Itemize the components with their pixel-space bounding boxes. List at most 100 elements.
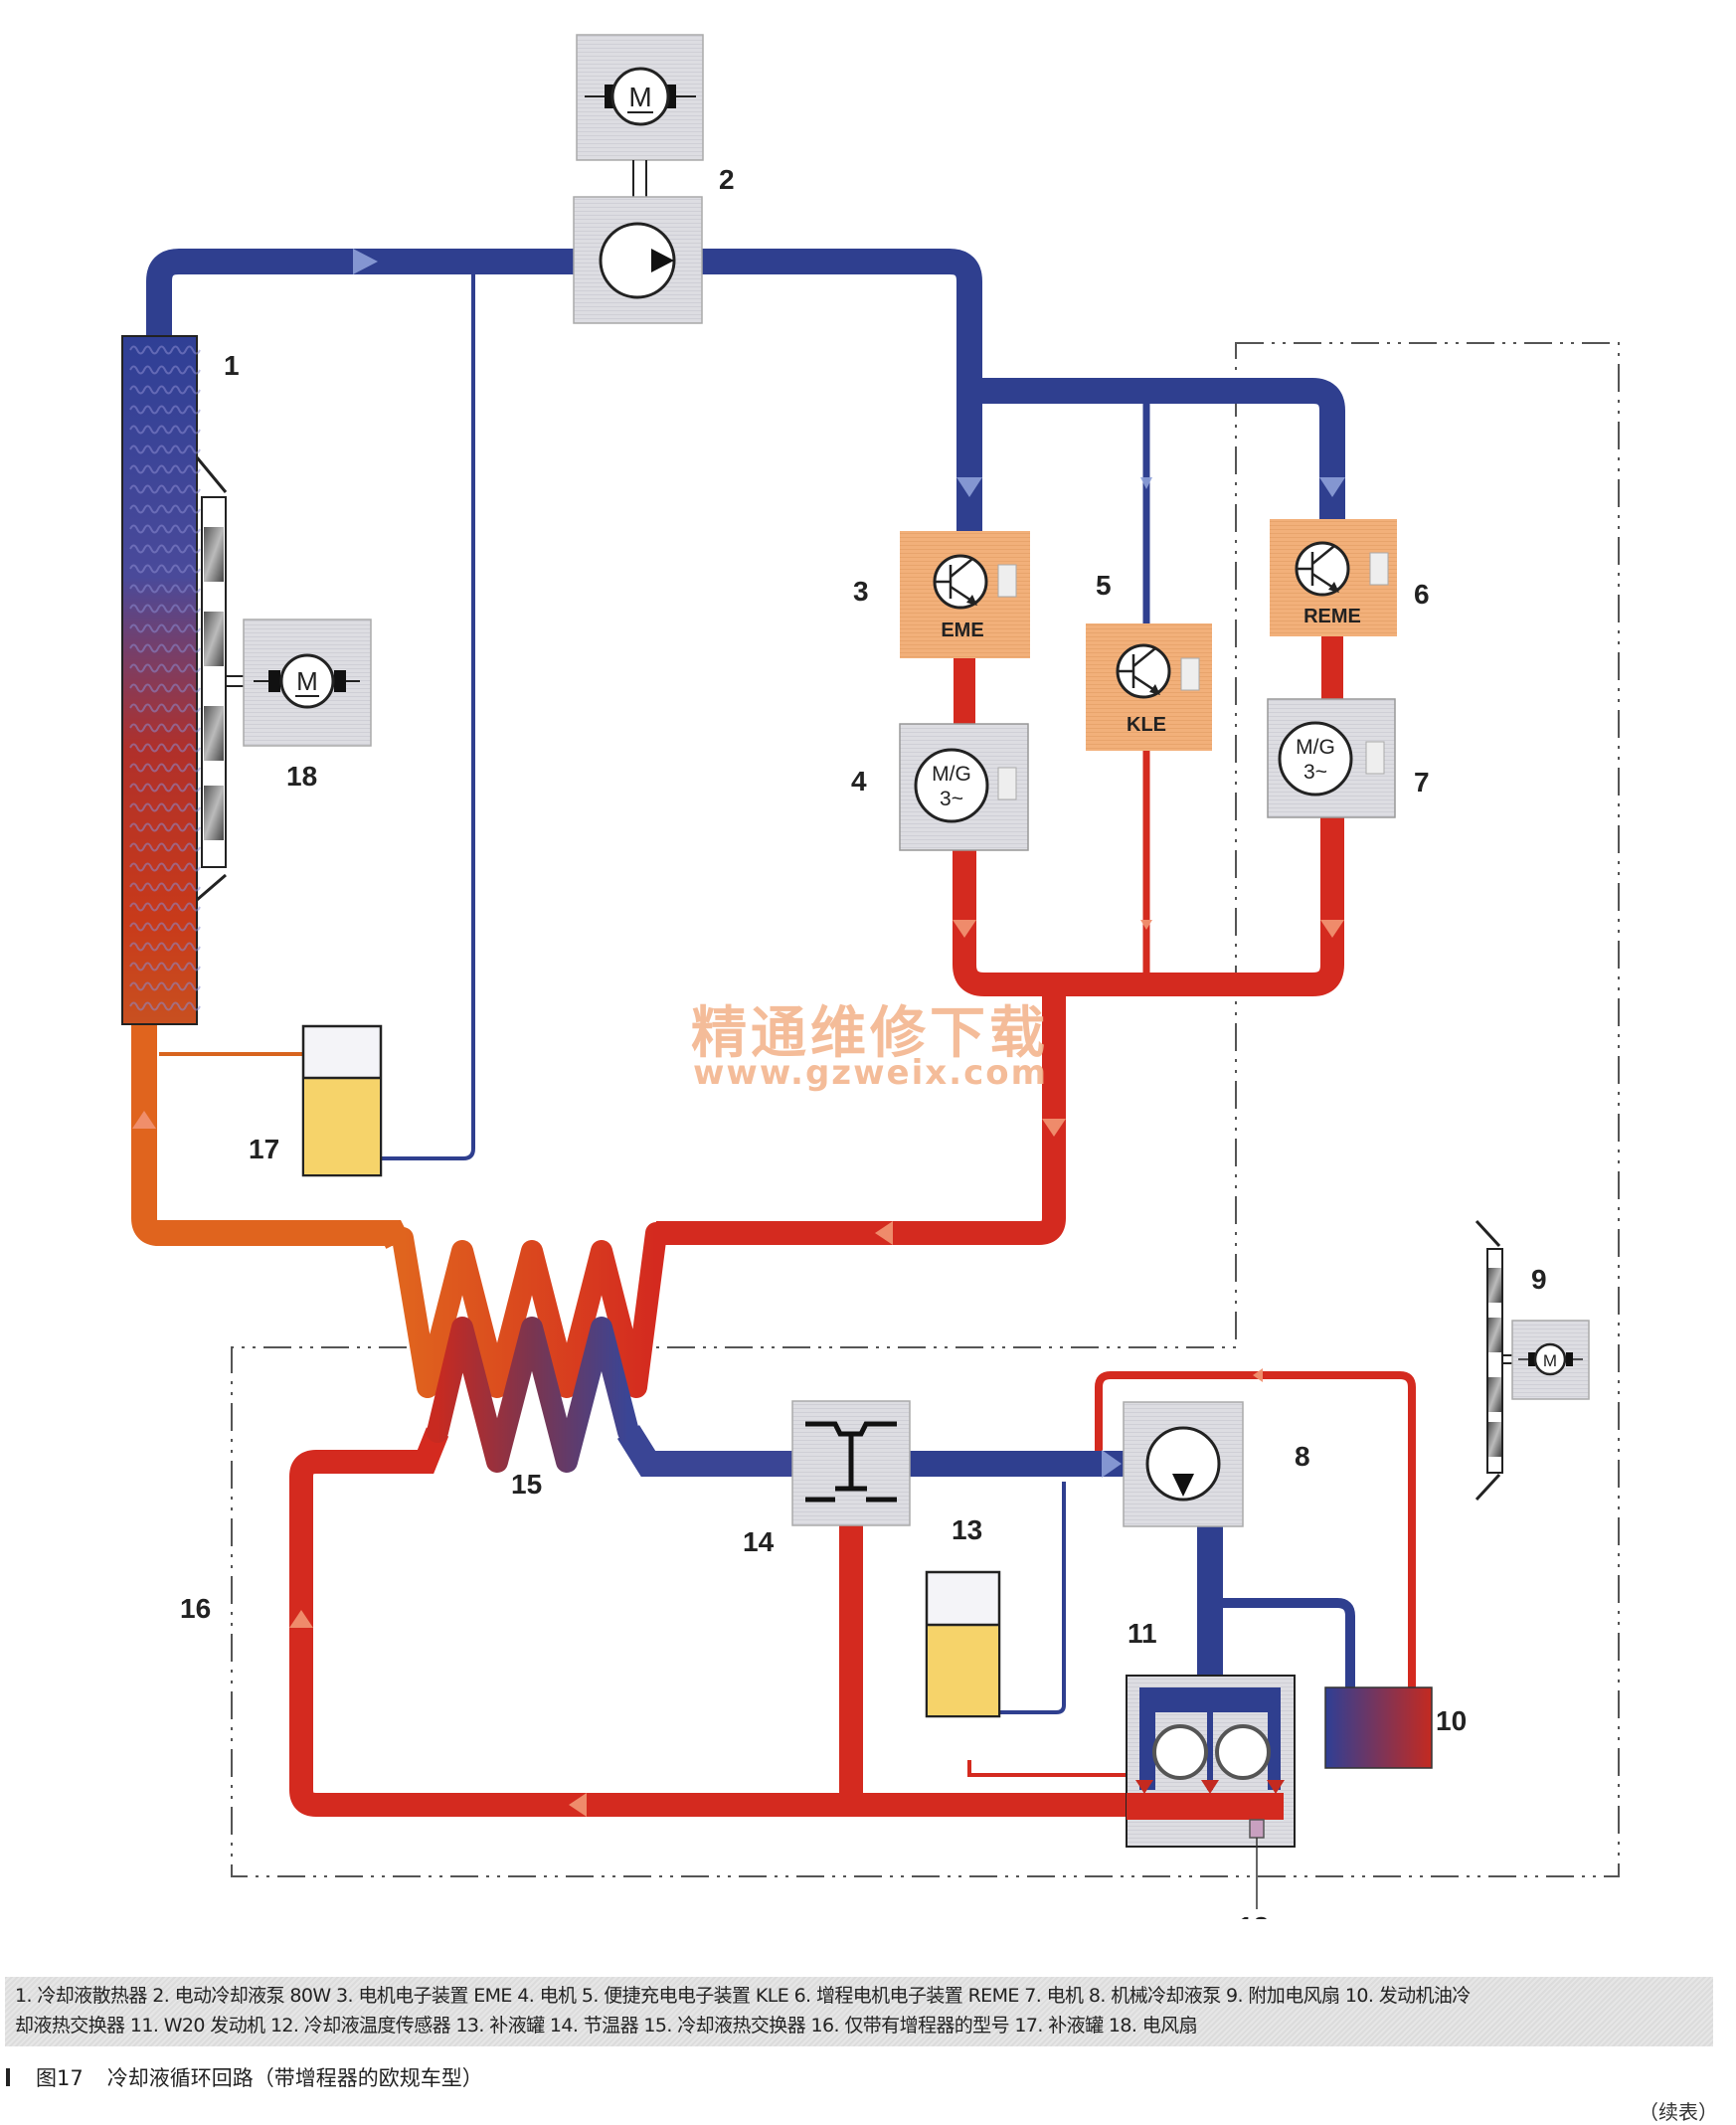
flow-arrow-down (1135, 1780, 1153, 1794)
fan-blade (204, 786, 224, 840)
fan-blade (204, 527, 224, 582)
radiator-body (121, 335, 198, 1025)
return-drop-pipe (656, 984, 1066, 1245)
reme-label: REME (1303, 606, 1361, 627)
motor-symbol: M (628, 82, 651, 112)
engine-coolant-jacket (1139, 1687, 1281, 1790)
fan-blade (204, 612, 224, 666)
fan-blade (204, 706, 224, 761)
fan-shroud-top (195, 456, 228, 493)
label-3: 3 (853, 576, 869, 607)
figure-title: 冷却液循环回路（带增程器的欧规车型） (106, 2066, 483, 2090)
label-5: 5 (1096, 570, 1112, 601)
distribution-pipe (969, 378, 1345, 519)
pump-direction-arrow (1172, 1474, 1194, 1497)
caption-marker (6, 2068, 10, 2086)
motor-icon (1533, 1342, 1567, 1376)
label-11: 11 (1128, 1618, 1157, 1649)
motor-generator-icon (1278, 721, 1353, 797)
label-15: 15 (511, 1469, 542, 1500)
flow-arrow-down (1140, 477, 1152, 489)
mg-label: M/G (1296, 736, 1335, 759)
flow-arrow-right (353, 249, 378, 274)
engine-outlet-loop-pipe (289, 1427, 1273, 1817)
transistor-arrow (1328, 582, 1339, 593)
sensor-icon (997, 564, 1017, 598)
label-17: 17 (249, 1134, 279, 1164)
fan-shroud-top (1475, 1219, 1501, 1248)
flow-arrow-right (1102, 1450, 1122, 1478)
tank-fluid (304, 1078, 380, 1174)
cylinder-icon (1152, 1724, 1208, 1780)
flow-arrows-hot (132, 920, 1344, 1817)
auxiliary-fan-motor-9: M (1511, 1320, 1590, 1400)
vent-line-to-tank-17 (381, 262, 475, 1160)
engine-outlet-manifold (1127, 1793, 1284, 1820)
motor-generator-4: M/G 3~ (899, 723, 1029, 851)
sensor-icon (1180, 657, 1200, 691)
electric-pump-motor-2: M (576, 34, 704, 197)
flow-arrows (353, 249, 1345, 1478)
fan-blade-strip (1486, 1248, 1503, 1474)
motor-generator-icon (914, 748, 989, 823)
flow-arrow-down (953, 920, 976, 938)
figure-number: 图17 (36, 2066, 84, 2090)
label-6: 6 (1414, 579, 1430, 610)
hex-cold-outlet-pipe (616, 1425, 792, 1477)
thermostat-icon (805, 1421, 897, 1503)
label-4: 4 (851, 766, 867, 797)
motor-symbol: M (1543, 1351, 1557, 1370)
heat-exchanger-upper-coil (392, 1222, 667, 1398)
pump-2-outlet-pipe (702, 249, 982, 531)
transistor-arrow (1149, 684, 1160, 695)
label-16: 16 (180, 1593, 211, 1624)
pump-direction-arrow (651, 249, 674, 272)
label-18: 18 (286, 761, 317, 792)
label-2: 2 (719, 164, 735, 195)
label-13: 13 (952, 1514, 982, 1545)
cylinder-icon (1215, 1724, 1271, 1780)
tank-13-vent-line (999, 1482, 1066, 1714)
electric-pump-2 (573, 196, 703, 324)
collector-pipe (953, 817, 1344, 996)
radiator-fins (129, 345, 201, 1011)
kle-label: KLE (1127, 714, 1166, 736)
transistor-lead (950, 558, 973, 578)
fan-motor-18: M (243, 619, 372, 747)
flow-arrow-down (1267, 1780, 1285, 1794)
transistor-arrow (966, 595, 977, 606)
flow-arrow-down (956, 477, 982, 497)
radiator-inlet-pipe (131, 1024, 410, 1249)
reme-6: REME (1270, 519, 1397, 636)
motor-icon (279, 653, 335, 709)
motor-generator-7: M/G 3~ (1267, 698, 1396, 818)
sensor-icon (1369, 552, 1389, 586)
fan-blade (1488, 1268, 1501, 1303)
fan-shroud-bottom (196, 873, 227, 902)
tank-fluid (928, 1625, 998, 1715)
heat-exchanger-lower-coil (427, 1317, 639, 1473)
oil-coolant-heat-exchanger-10 (1324, 1686, 1433, 1769)
radiator-outlet-pipe (146, 249, 574, 336)
expansion-tank-17 (301, 1024, 383, 1177)
sensor-icon (997, 767, 1017, 800)
motor-icon (610, 67, 670, 126)
heat-exchanger-15 (392, 1222, 667, 1473)
watermark-chinese: 精通维修下载 (691, 1001, 1049, 1066)
transistor-lead (1132, 647, 1156, 667)
sensor-icon (1365, 741, 1385, 775)
kle-5: KLE (1086, 623, 1212, 751)
fan-shroud-bottom (1475, 1473, 1501, 1502)
motor-brush (1566, 1352, 1573, 1366)
flow-arrow-left (1253, 1368, 1263, 1382)
label-12: 12 (1238, 1911, 1269, 1919)
label-1: 1 (224, 350, 240, 381)
motor-brush (1528, 1352, 1535, 1366)
flow-arrow-down (1140, 920, 1152, 930)
oil-cooler-feed-pipe (1210, 1598, 1355, 1687)
flow-arrow-up (289, 1610, 313, 1628)
pump-icon (1145, 1426, 1221, 1502)
eme-label: EME (941, 620, 983, 641)
label-9: 9 (1531, 1264, 1547, 1295)
radiator-1 (121, 335, 201, 1025)
